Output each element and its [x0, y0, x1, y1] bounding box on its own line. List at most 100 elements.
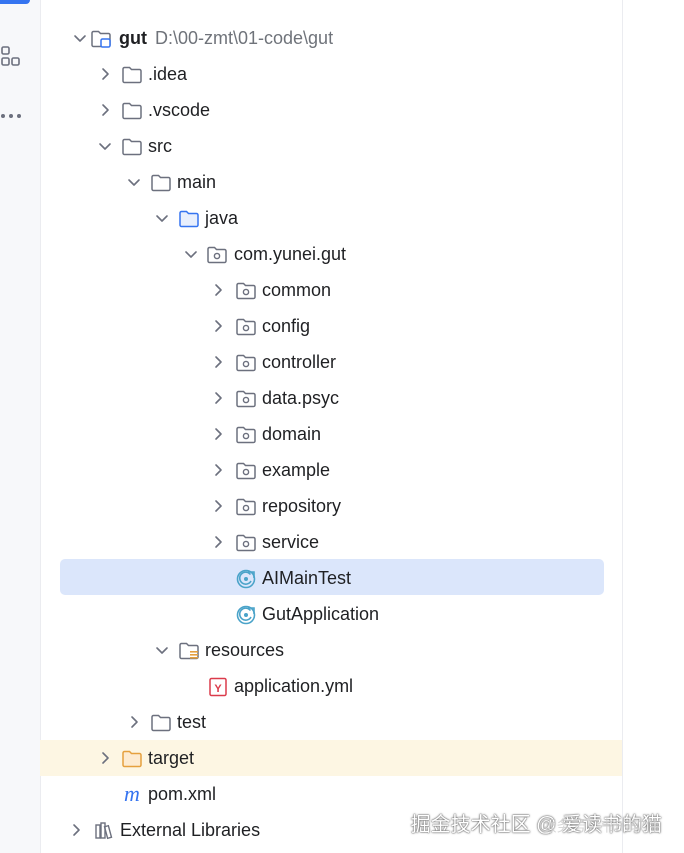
tree-node-label: controller — [262, 351, 336, 373]
node-name: External Libraries — [120, 820, 261, 840]
tree-node-src[interactable]: src — [0, 128, 684, 164]
chevron-down-icon[interactable] — [154, 210, 170, 226]
chevron-right-icon[interactable] — [210, 534, 226, 550]
package-icon — [206, 244, 228, 266]
package-icon — [235, 496, 257, 518]
tree-node-vscode[interactable]: .vscode — [0, 92, 684, 128]
tree-node-service[interactable]: service — [0, 524, 684, 560]
node-name: config — [262, 316, 311, 336]
panel-divider — [622, 0, 623, 853]
tree-node-data-psyc[interactable]: data.psyc — [0, 380, 684, 416]
chevron-right-icon[interactable] — [97, 750, 113, 766]
node-name: data.psyc — [262, 388, 340, 408]
node-name: AIMainTest — [262, 568, 352, 588]
chevron-down-icon[interactable] — [72, 30, 88, 46]
structure-icon[interactable] — [0, 44, 30, 74]
chevron-right-icon[interactable] — [97, 102, 113, 118]
tree-node-label: AIMainTest — [262, 567, 351, 589]
tree-node-label: pom.xml — [148, 783, 216, 805]
tree-node-repository[interactable]: repository — [0, 488, 684, 524]
tree-node-gut[interactable]: gut D:\00-zmt\01-code\gut — [0, 20, 684, 56]
chevron-right-icon[interactable] — [210, 498, 226, 514]
chevron-right-icon[interactable] — [97, 66, 113, 82]
chevron-right-icon[interactable] — [210, 354, 226, 370]
tree-node-java[interactable]: java — [0, 200, 684, 236]
chevron-right-icon[interactable] — [210, 282, 226, 298]
chevron-right-icon[interactable] — [210, 318, 226, 334]
node-name: .vscode — [148, 100, 211, 120]
package-icon — [235, 424, 257, 446]
tree-node-external-libraries[interactable]: External Libraries — [0, 812, 684, 848]
node-name: src — [148, 136, 172, 156]
tree-node-label: java — [205, 207, 238, 229]
svg-text:m: m — [124, 784, 140, 806]
node-name: GutApplication — [262, 604, 380, 624]
maven-icon: m — [121, 781, 143, 806]
tree-node-common[interactable]: common — [0, 272, 684, 308]
tree-node-gutapplication[interactable]: GutApplication — [0, 596, 684, 632]
tree-node-target[interactable]: target — [0, 740, 684, 776]
excluded-folder-icon — [121, 748, 143, 770]
spring-boot-class-icon — [235, 604, 257, 626]
tree-node-label: com.yunei.gut — [234, 243, 346, 265]
node-name: repository — [262, 496, 342, 516]
package-icon — [235, 316, 257, 338]
tree-node-aimaintest[interactable]: AIMainTest — [0, 560, 684, 596]
folder-icon — [121, 136, 143, 158]
tree-node-label: src — [148, 135, 172, 157]
tree-node-label: config — [262, 315, 310, 337]
tree-node-com-yunei-gut[interactable]: com.yunei.gut — [0, 236, 684, 272]
node-name: resources — [205, 640, 285, 660]
chevron-down-icon[interactable] — [126, 174, 142, 190]
package-icon — [235, 460, 257, 482]
tree-node-domain[interactable]: domain — [0, 416, 684, 452]
node-name: main — [177, 172, 217, 192]
tree-node-example[interactable]: example — [0, 452, 684, 488]
node-name: application.yml — [234, 676, 354, 696]
tree-node-main[interactable]: main — [0, 164, 684, 200]
tree-node-label: gut D:\00-zmt\01-code\gut — [119, 27, 333, 49]
tree-node-label: application.yml — [234, 675, 353, 697]
tree-node-label: data.psyc — [262, 387, 339, 409]
tree-node-config[interactable]: config — [0, 308, 684, 344]
active-tool-indicator — [0, 0, 30, 4]
yaml-file-icon: Y — [207, 676, 229, 698]
resources-folder-icon — [178, 640, 200, 662]
folder-icon — [121, 100, 143, 122]
tree-node-label: test — [177, 711, 206, 733]
source-folder-icon — [178, 208, 200, 230]
package-icon — [235, 280, 257, 302]
tree-node-pom-xml[interactable]: m pom.xml — [0, 776, 684, 812]
project-path: D:\00-zmt\01-code\gut — [154, 28, 334, 48]
tree-node-controller[interactable]: controller — [0, 344, 684, 380]
module-folder-icon — [90, 28, 112, 50]
chevron-down-icon[interactable] — [183, 246, 199, 262]
chevron-down-icon[interactable] — [97, 138, 113, 154]
watermark: 掘金技术社区 @ 爱读书的猫 — [410, 814, 662, 836]
chevron-right-icon[interactable] — [210, 462, 226, 478]
more-icon[interactable] — [0, 108, 30, 124]
chevron-down-icon[interactable] — [154, 642, 170, 658]
chevron-right-icon[interactable] — [68, 822, 84, 838]
node-name: example — [262, 460, 331, 480]
tree-node-idea[interactable]: .idea — [0, 56, 684, 92]
chevron-right-icon[interactable] — [210, 426, 226, 442]
tree-node-label: .idea — [148, 63, 187, 85]
tree-node-resources[interactable]: resources — [0, 632, 684, 668]
node-name: controller — [262, 352, 337, 372]
spring-boot-class-icon — [235, 568, 257, 590]
tree-node-label: GutApplication — [262, 603, 379, 625]
tree-node-test[interactable]: test — [0, 704, 684, 740]
chevron-right-icon[interactable] — [126, 714, 142, 730]
node-name: gut — [119, 28, 147, 48]
node-name: domain — [262, 424, 322, 444]
node-name: service — [262, 532, 320, 552]
tree-node-label: resources — [205, 639, 284, 661]
folder-icon — [150, 712, 172, 734]
node-name: test — [177, 712, 207, 732]
folder-icon — [150, 172, 172, 194]
chevron-right-icon[interactable] — [210, 390, 226, 406]
node-name: pom.xml — [148, 784, 217, 804]
tree-node-label: repository — [262, 495, 341, 517]
